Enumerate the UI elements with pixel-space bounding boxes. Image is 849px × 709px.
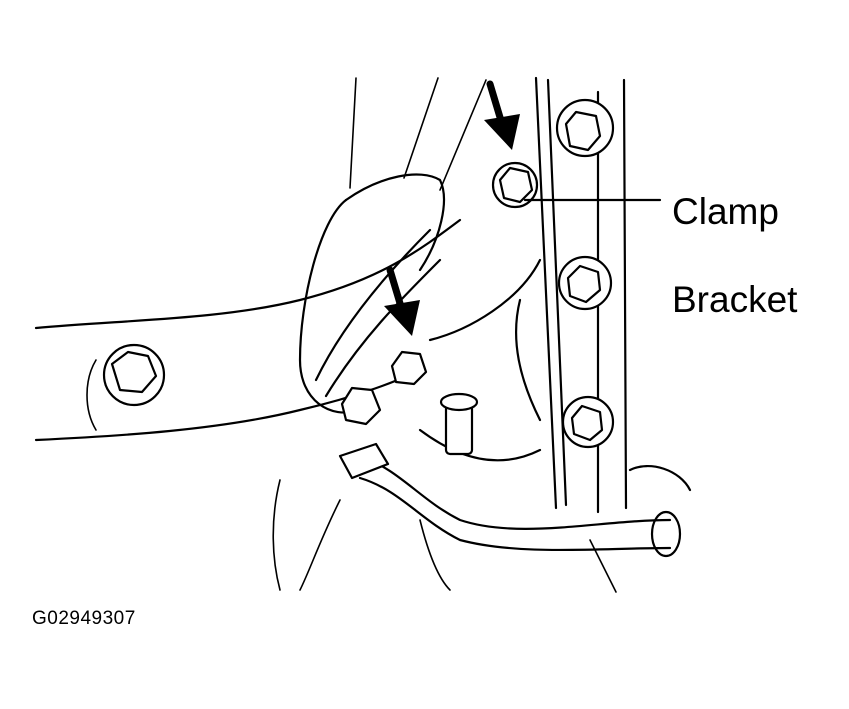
callout-label: Clamp Bracket: [672, 146, 797, 366]
clamp-bracket-bolt-icon: [491, 161, 539, 209]
mount-body: [298, 173, 542, 462]
callout-label-line2: Bracket: [672, 279, 798, 320]
figure-id: G02949307: [32, 608, 136, 629]
fluid-line: [338, 442, 692, 558]
arrow-icon: [384, 80, 520, 336]
lower-bolt-icon: [340, 350, 479, 456]
rail-bolt-icon: [555, 98, 615, 449]
lower-structure: [272, 479, 617, 593]
arm-bolt-icon: [102, 343, 166, 407]
cross-arm: [34, 218, 462, 442]
callout-label-line1: Clamp: [672, 191, 779, 232]
